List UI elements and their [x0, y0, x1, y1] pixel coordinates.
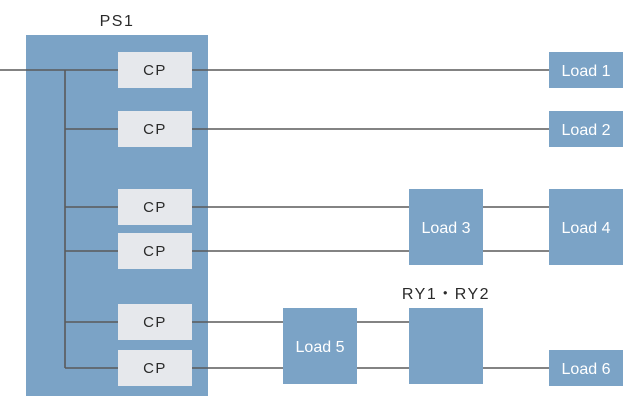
cp-box-4: [118, 233, 192, 269]
load-4-block: [549, 189, 623, 265]
load-1-block: [549, 52, 623, 88]
load-5-block: [283, 308, 357, 384]
load-4-label: Load 4: [562, 220, 611, 237]
load-5-label: Load 5: [296, 339, 345, 356]
cp-label-4: CP: [143, 243, 167, 260]
cp-box-3: [118, 189, 192, 225]
cp-box-1: [118, 52, 192, 88]
cp-label-5: CP: [143, 314, 167, 331]
load-1-label: Load 1: [562, 63, 611, 80]
relay-label: RY1・RY2: [402, 286, 490, 303]
cp-label-3: CP: [143, 199, 167, 216]
cp-box-6: [118, 350, 192, 386]
load-3-block: [409, 189, 483, 265]
load-6-label: Load 6: [562, 361, 611, 378]
cp-box-2: [118, 111, 192, 147]
cp-box-5: [118, 304, 192, 340]
power-supply-label: PS1: [100, 13, 135, 30]
cp-label-6: CP: [143, 360, 167, 377]
load-3-label: Load 3: [422, 220, 471, 237]
load-6-block: [549, 350, 623, 386]
relay-block: [409, 308, 483, 384]
load-2-label: Load 2: [562, 122, 611, 139]
cp-label-1: CP: [143, 62, 167, 79]
cp-label-2: CP: [143, 121, 167, 138]
load-2-block: [549, 111, 623, 147]
